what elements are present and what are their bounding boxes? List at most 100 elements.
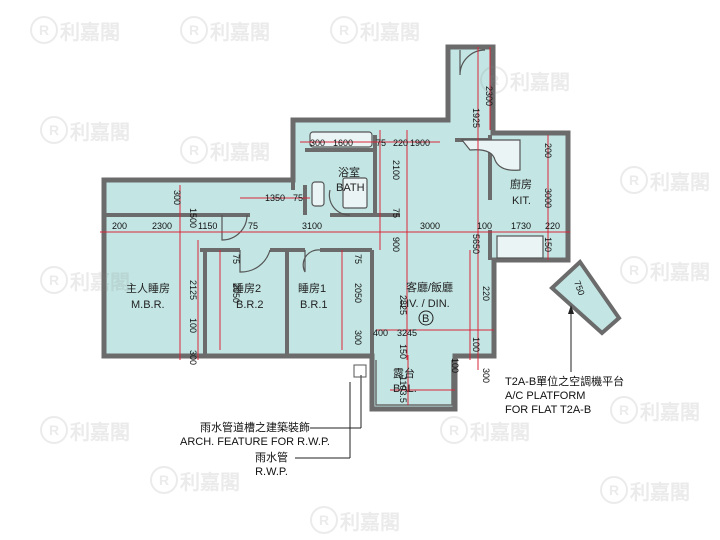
dim-label: 300 [353, 330, 363, 345]
dim-label: 300 [172, 190, 182, 205]
watermark-logo-icon: R [180, 16, 208, 44]
dim-label: 300 [188, 350, 198, 365]
watermark-logo-icon: R [610, 396, 638, 424]
rwp-note: 雨水管 R.W.P. [255, 451, 288, 479]
watermark-brand: 利嘉閣 [70, 272, 130, 294]
dim-label: 750 [572, 279, 587, 297]
kitchen-label-cn: 廚房 [510, 177, 532, 191]
dim-label: 2125 [188, 280, 198, 300]
dim-label: 220 [393, 138, 408, 148]
bath-label-cn: 浴室 [338, 165, 360, 179]
dim-label: 150 [398, 344, 408, 359]
dim-label: 2825 [398, 295, 408, 315]
watermark-brand: 利嘉閣 [340, 512, 400, 534]
unit-tag: B [422, 313, 429, 325]
dim-label: 1500 [188, 208, 198, 228]
dim-label: 2050 [353, 283, 363, 303]
dim-label: 1730 [511, 221, 531, 231]
dim-label: 100 [188, 318, 198, 333]
dim-label: 3000 [420, 221, 440, 231]
dim-label: 75 [376, 138, 386, 148]
door-swings [221, 49, 486, 273]
dimension-lines [100, 47, 570, 405]
unit-tag-circle [418, 310, 434, 326]
watermark-logo-icon: R [440, 416, 468, 444]
watermark-brand: 利嘉閣 [650, 172, 710, 194]
dim-label: 75 [248, 221, 258, 231]
rwp-note-en: R.W.P. [255, 466, 288, 478]
dim-label: 1103.5 [398, 376, 408, 403]
dim-label: 200 [543, 143, 553, 158]
watermark-brand: 利嘉閣 [510, 72, 570, 94]
watermark-logo-icon: R [310, 506, 338, 534]
watermark-logo-icon: R [40, 416, 68, 444]
arch-note-cn: 雨水管道槽之建築裝飾 [199, 422, 310, 434]
dim-label: 200 [112, 221, 127, 231]
watermark-brand: 利嘉閣 [210, 22, 270, 44]
watermark-logo-icon: R [620, 166, 648, 194]
dim-label: 75 [391, 208, 401, 218]
dim-label: 5650 [471, 234, 481, 254]
br2-label-en: B.R.2 [236, 299, 264, 311]
dim-label: 400 [373, 328, 388, 338]
dim-label: 1600 [333, 138, 353, 148]
ac-note-cn: T2A-B單位之空調機平台 [505, 376, 625, 388]
dim-label: 75 [293, 193, 303, 203]
arch-note: 雨水管道槽之建築裝飾 ARCH. FEATURE FOR R.W.P. [180, 421, 330, 449]
kitchen-fixtures [460, 139, 544, 259]
ac-note-en2: FOR FLAT T2A-B [505, 404, 592, 416]
dim-label: 2100 [391, 160, 401, 180]
dim-label: 3245 [397, 328, 417, 338]
dim-label: 3100 [302, 221, 322, 231]
rwp-box [353, 364, 367, 378]
arch-note-en: ARCH. FEATURE FOR R.W.P. [180, 436, 330, 448]
mbr-label-en: M.B.R. [131, 299, 165, 311]
watermark-logo-icon: R [150, 466, 178, 494]
dim-label: 75 [353, 254, 363, 264]
watermark-brand: 利嘉閣 [360, 22, 420, 44]
dim-label: 300 [481, 368, 491, 383]
watermark-brand: 利嘉閣 [640, 402, 700, 424]
br1-label-en: B.R.1 [300, 299, 328, 311]
watermark-logo-icon: R [330, 16, 358, 44]
living-label-cn: 客廳/飯廳 [406, 280, 453, 294]
watermark-logo-icon: R [30, 16, 58, 44]
ac-note-en1: A/C PLATFORM [505, 390, 586, 402]
arrow-head [568, 305, 574, 314]
dimension-labels: 300 1600 75 220 1900 1350 75 200 2300 11… [112, 138, 560, 338]
dim-label: 900 [391, 237, 401, 252]
watermark-logo-icon: R [620, 256, 648, 284]
rwp-note-cn: 雨水管 [255, 452, 288, 464]
dim-label: 1350 [265, 193, 285, 203]
bath-label-en: BATH [336, 182, 365, 194]
dim-label: 100 [471, 337, 481, 352]
watermark-brand: 利嘉閣 [70, 122, 130, 144]
dim-label: 75 [231, 254, 241, 264]
dim-label: 100 [477, 221, 492, 231]
dim-label: 300 [310, 138, 325, 148]
br2-label-cn: 睡房2 [233, 282, 261, 295]
br1-label-cn: 睡房1 [298, 282, 326, 295]
dim-label: 1900 [410, 138, 430, 148]
dimension-labels-vertical: 1925 2300 2100 200 3000 300 1500 75 900 … [172, 86, 587, 403]
watermark-brand: 利嘉閣 [650, 262, 710, 284]
dim-label: 2050 [231, 283, 241, 303]
watermark-logo-icon: R [40, 116, 68, 144]
kitchen-label-en: KIT. [512, 195, 531, 207]
watermark-logo-icon: R [480, 66, 508, 94]
room-labels: 浴室 BATH 廚房 KIT. 主人睡房 M.B.R. 睡房2 B.R.2 睡房… [126, 165, 532, 395]
bath-fixtures [309, 131, 373, 209]
watermark-brand: 利嘉閣 [630, 482, 690, 504]
